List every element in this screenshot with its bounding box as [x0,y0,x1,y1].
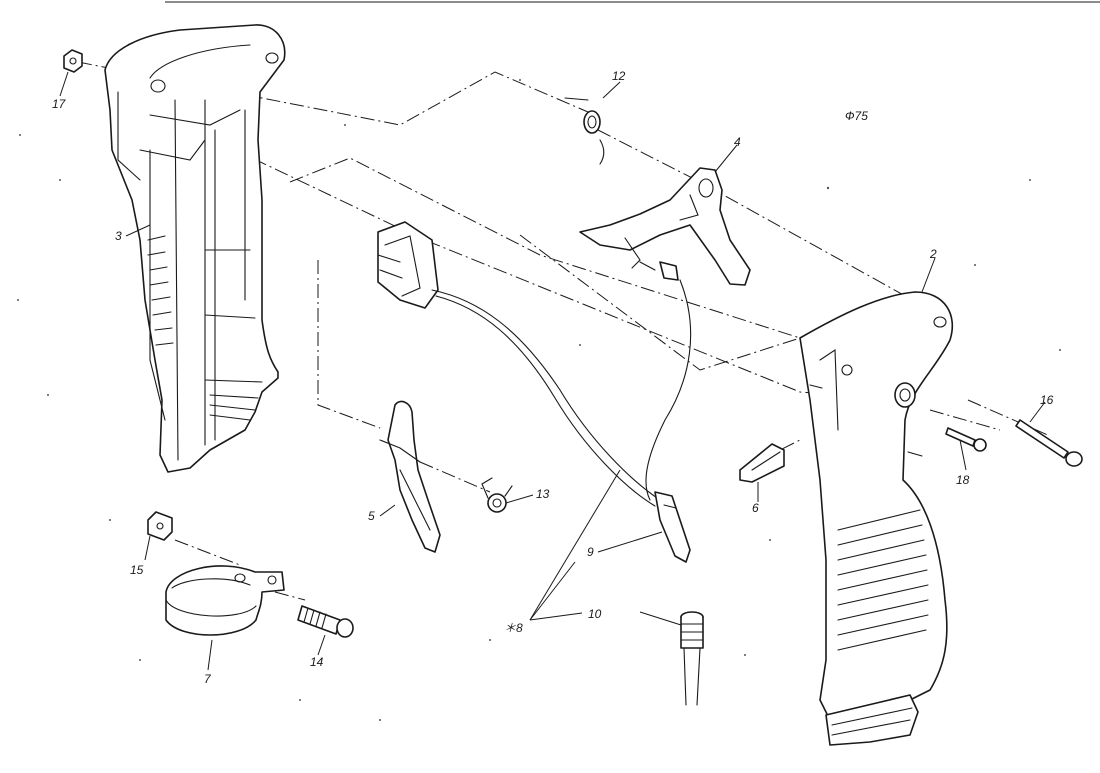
part-9-cord-guard [654,491,691,563]
label-part-2: 2 [929,247,937,261]
part-3-left-handle-housing [104,24,286,473]
part-10-cord-bushing [680,611,704,706]
label-part-75: Ф75 [845,109,868,123]
label-part-3: 3 [115,229,122,243]
label-part-15: 15 [130,563,144,577]
label-part-7: 7 [204,672,212,686]
switch-unit [377,221,439,309]
label-part-17: 17 [52,97,67,111]
label-part-16: 16 [1040,393,1054,407]
scan-specks [17,79,1061,721]
part-7-clamp-band [165,565,285,636]
label-part-5: 5 [368,509,375,523]
label-part-8: ＊8 [504,621,523,635]
part-13-torsion-spring [481,477,513,513]
wire-harness [431,261,692,507]
part-2-right-handle-housing [799,291,954,746]
label-part-10: 10 [588,607,602,621]
part-5-trigger [379,400,441,553]
part-17-nut [63,49,83,73]
part-12-spring [564,97,605,165]
part-16-long-screw [1015,419,1083,467]
part-18-screw [945,427,987,452]
part-15-clamp-nut [147,511,173,541]
label-part-6: 6 [752,501,759,515]
label-part-18: 18 [956,473,970,487]
part-4-lock-lever [579,167,751,286]
label-part-13: 13 [536,487,550,501]
part-14-clamp-screw [297,605,354,638]
part-6-button [739,443,785,483]
label-part-4: 4 [734,135,741,149]
part-number-labels: 17 12 Ф75 4 3 2 16 18 6 13 5 9 ＊8 10 15 … [52,69,1054,686]
label-part-12: 12 [612,69,626,83]
leader-lines [59,71,1046,671]
label-part-9: 9 [587,545,594,559]
label-part-14: 14 [310,655,324,669]
